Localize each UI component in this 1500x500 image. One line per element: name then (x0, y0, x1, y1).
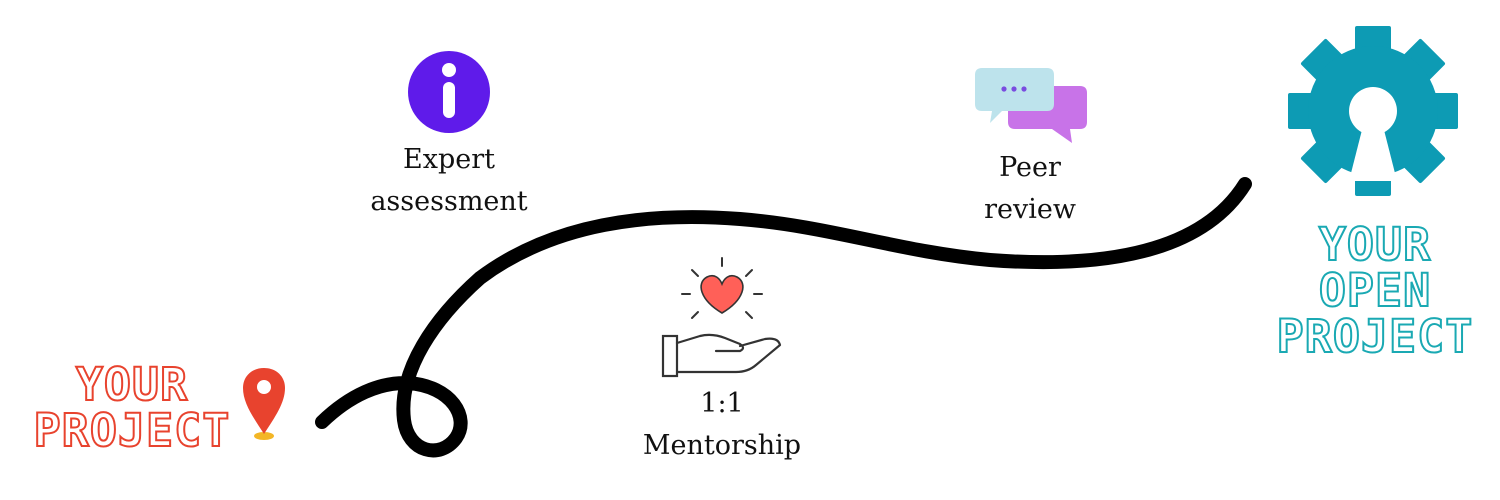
start-label-line: YOUR (75, 358, 189, 411)
milestone-line: assessment (370, 186, 528, 217)
milestone-line: Peer (999, 152, 1061, 183)
end-label-line: OPEN (1318, 264, 1432, 317)
milestone-line: Mentorship (642, 430, 802, 461)
milestone-line: review (984, 194, 1076, 225)
speech-bubbles-icon (975, 68, 1087, 143)
milestone-line: 1:1 (700, 388, 744, 419)
milestone-line: Expert (403, 144, 495, 175)
end-label-line: YOUR (1318, 218, 1432, 271)
end-label-line: PROJECT (1276, 310, 1474, 363)
milestone-label-mentorship: 1:1 Mentorship (622, 383, 822, 467)
start-label-line: PROJECT (33, 404, 231, 457)
end-label: YOUR OPEN PROJECT (1260, 218, 1490, 363)
milestone-label-peer-review: Peer review (930, 147, 1130, 231)
journey-path (315, 177, 1252, 458)
start-label: YOUR PROJECT (22, 358, 242, 457)
location-pin-icon (243, 368, 285, 440)
open-source-gear-icon (1288, 26, 1458, 196)
milestone-label-expert-assessment: Expert assessment (349, 139, 549, 223)
heart-in-hand-icon (661, 257, 782, 378)
info-icon (408, 51, 490, 133)
